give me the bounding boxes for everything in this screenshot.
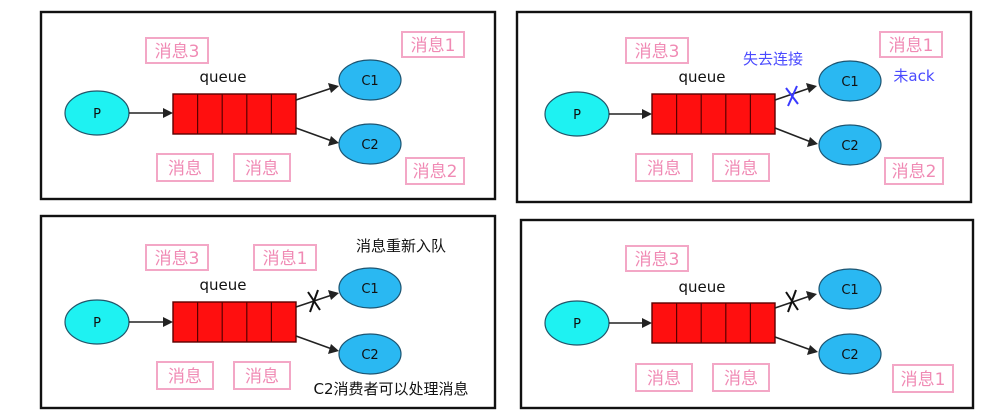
message-label: 消息 <box>647 369 681 389</box>
queue-label: queue <box>679 278 726 296</box>
message-box <box>625 37 689 64</box>
message-label: 消息 <box>245 159 279 179</box>
unacked-note: 未ack <box>893 67 934 85</box>
message-box <box>635 363 693 392</box>
consumer-c2-label: C2 <box>361 138 378 153</box>
producer-label: P <box>573 108 581 123</box>
message-label: 消息 <box>168 367 202 387</box>
message-box <box>145 37 209 64</box>
message-box <box>712 363 770 392</box>
message-1-label: 消息1 <box>411 36 456 56</box>
arrow-head <box>328 136 339 146</box>
message-3-label: 消息3 <box>155 42 200 62</box>
message-box <box>635 153 693 182</box>
consumer-c1-label: C1 <box>841 283 858 298</box>
c2-process-note: C2消费者可以处理消息 <box>313 380 468 398</box>
message-box <box>405 157 465 185</box>
arrow-head <box>163 108 173 118</box>
disconnect-x-icon <box>785 85 799 107</box>
message-box <box>156 153 214 182</box>
arrow-head <box>806 83 817 93</box>
arrow-head <box>328 290 339 300</box>
producer-label: P <box>573 317 581 332</box>
arrow-head <box>806 291 817 301</box>
queue-to-c1-arrow <box>295 87 333 101</box>
consumer-c2-node <box>338 333 402 375</box>
consumer-c2-node <box>818 124 882 166</box>
message-box <box>145 244 209 271</box>
consumer-c2-label: C2 <box>841 348 858 363</box>
panel-4: P queue C1 C2 消息3 消息 消息 消息1 <box>519 218 975 410</box>
producer-label: P <box>93 316 101 331</box>
message-3-label: 消息3 <box>155 249 200 269</box>
arrow-head <box>163 317 173 327</box>
message-label: 消息 <box>724 159 758 179</box>
queue-box <box>172 301 297 343</box>
queue-to-c2-arrow <box>295 335 333 350</box>
consumer-c1-label: C1 <box>361 282 378 297</box>
message-3-label: 消息3 <box>635 250 680 270</box>
queue-label: queue <box>679 68 726 86</box>
message-box <box>625 245 689 272</box>
queue-box <box>172 93 297 135</box>
queue-box <box>651 93 776 135</box>
queue-to-c2-arrow <box>774 127 812 143</box>
queue-box <box>651 302 776 344</box>
message-box <box>156 361 214 390</box>
message-box <box>233 361 291 390</box>
panel-1: P queue C1 C2 消息3 消息1 消息 消息 消息2 <box>39 10 497 201</box>
consumer-c2-label: C2 <box>361 348 378 363</box>
consumer-c1-label: C1 <box>361 74 378 89</box>
arrow-head <box>807 137 818 147</box>
message-1-label: 消息1 <box>263 249 308 269</box>
consumer-c1-label: C1 <box>841 75 858 90</box>
consumer-c2-node <box>338 123 402 165</box>
message-box <box>253 244 317 271</box>
message-label: 消息 <box>647 159 681 179</box>
arrow-head <box>642 318 652 328</box>
message-box <box>884 157 944 185</box>
message-box <box>879 31 943 58</box>
lost-connection-note: 失去连接 <box>743 50 803 68</box>
consumer-c1-node <box>818 60 882 102</box>
message-1-label: 消息1 <box>901 370 946 390</box>
message-label: 消息 <box>168 159 202 179</box>
message-box <box>712 153 770 182</box>
arrow-head <box>807 345 818 355</box>
message-box <box>401 31 465 58</box>
producer-label: P <box>93 107 101 122</box>
message-box <box>892 364 954 393</box>
arrow-head <box>642 109 652 119</box>
message-label: 消息 <box>245 367 279 387</box>
arrow-head <box>328 83 339 93</box>
message-2-label: 消息2 <box>892 162 937 182</box>
queue-to-c2-arrow <box>295 127 333 142</box>
message-1-label: 消息1 <box>889 36 934 56</box>
arrow-head <box>328 344 339 354</box>
message-label: 消息 <box>724 369 758 389</box>
queue-to-c2-arrow <box>774 336 812 351</box>
requeue-note: 消息重新入队 <box>356 237 446 255</box>
consumer-c1-node <box>818 268 882 310</box>
consumer-c2-label: C2 <box>841 139 858 154</box>
disconnect-x-icon <box>307 289 321 313</box>
panel-3: P queue C1 C2 消息重新入队 C2消费者可以处理消息 消息3 消息1… <box>39 214 497 410</box>
message-box <box>233 153 291 182</box>
consumer-c2-node <box>818 333 882 375</box>
panel-2: P queue C1 C2 失去连接 未ack 消息3 消息1 消息 消息 消息… <box>515 10 973 204</box>
message-3-label: 消息3 <box>635 42 680 62</box>
queue-label: queue <box>200 68 247 86</box>
message-2-label: 消息2 <box>413 162 458 182</box>
queue-label: queue <box>200 276 247 294</box>
disconnect-x-icon <box>785 289 799 313</box>
consumer-c1-node <box>338 59 402 101</box>
consumer-c1-node <box>338 267 402 309</box>
